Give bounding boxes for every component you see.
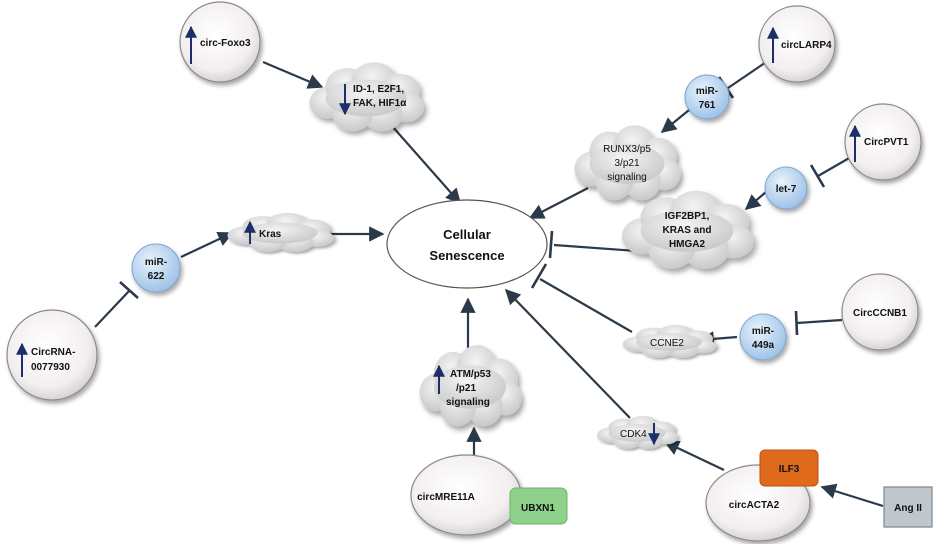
- edge-runx3-to-center: [528, 187, 589, 219]
- node-let-7: let-7: [764, 166, 808, 210]
- cloud-cdk4: CDK4: [597, 415, 678, 449]
- node-mir-449a: miR- 449a: [739, 313, 787, 361]
- atm-label-line3: signaling: [446, 397, 490, 408]
- mir622-label-line1: miR-: [145, 257, 167, 268]
- cloud-igf2bp1-kras-hmga2: IGF2BP1, KRAS and HMGA2: [621, 190, 754, 269]
- node-circ-foxo3: circ-Foxo3: [179, 1, 261, 83]
- ccne2-label: CCNE2: [650, 338, 684, 349]
- inhibit-bar-mir449a: [794, 310, 799, 336]
- inhibit-bar-mir622: [119, 281, 139, 299]
- mir622-label-line2: 622: [148, 271, 165, 282]
- cloud-ccne2: CCNE2: [622, 324, 717, 358]
- node-circ-pvt1: CircPVT1: [844, 103, 922, 181]
- kras-label: Kras: [259, 229, 282, 240]
- atm-label-line1: ATM/p53: [450, 369, 491, 380]
- circ-pvt1-label: CircPVT1: [864, 137, 909, 148]
- connectors: [94, 55, 884, 508]
- edge-cdk4-to-center: [504, 288, 631, 419]
- edge-pvt1-inhibits-let7: [817, 156, 852, 177]
- inhibit-bar-center-lower: [530, 263, 548, 289]
- angii-label: Ang II: [894, 503, 922, 514]
- id1-label-line1: ID-1, E2F1,: [353, 84, 404, 95]
- cloud-runx3-p53-p21: RUNX3/p5 3/p21 signaling: [574, 125, 681, 201]
- edge-foxo3-to-id1: [262, 60, 324, 89]
- edge-0077930-inhibits-mir622: [94, 289, 131, 328]
- mir449a-label-line2: 449a: [752, 340, 775, 351]
- ilf3-label: ILF3: [779, 464, 800, 475]
- runx3-label-line2: 3/p21: [614, 158, 639, 169]
- inhibit-bar-let7: [809, 164, 826, 188]
- circ-acta2-label: circACTA2: [729, 500, 780, 511]
- ubxn1-label: UBXN1: [521, 503, 555, 514]
- cellular-senescence-node: Cellular Senescence: [386, 199, 548, 289]
- ubxn1-badge: UBXN1: [509, 487, 568, 525]
- runx3-label-line1: RUNX3/p5: [603, 144, 651, 155]
- circ-larp4-label: circLARP4: [781, 40, 832, 51]
- edge-igf2bp1-inhibits-center: [553, 243, 638, 253]
- node-circrna-0077930: CircRNA- 0077930: [6, 309, 98, 401]
- runx3-label-line3: signaling: [607, 172, 646, 183]
- edge-id1-to-center: [391, 125, 462, 205]
- mir449a-label-line1: miR-: [752, 326, 774, 337]
- igf2bp1-label-line1: IGF2BP1,: [665, 211, 710, 222]
- circ-ccnb1-label: CircCCNB1: [853, 308, 907, 319]
- edge-acta2-to-cdk4: [663, 440, 725, 471]
- center-label-line2: Senescence: [429, 248, 504, 263]
- edge-ccne2-inhibits-center: [539, 278, 633, 333]
- cdk4-label: CDK4: [620, 429, 647, 440]
- circ-0077930-label-line2: 0077930: [31, 362, 70, 373]
- center-label-line1: Cellular: [443, 227, 491, 242]
- node-circ-mre11a: circMRE11A: [410, 454, 522, 536]
- circ-0077930-label-line1: CircRNA-: [31, 347, 75, 358]
- circ-mre11a-label: circMRE11A: [417, 492, 475, 503]
- edge-ccnb1-inhibits-mir449a: [796, 318, 843, 325]
- igf2bp1-label-line3: HMGA2: [669, 239, 706, 250]
- angii-box: Ang II: [883, 486, 933, 528]
- circ-foxo3-label: circ-Foxo3: [200, 38, 251, 49]
- cloud-atm-p53-p21: ATM/p53 /p21 signaling: [419, 345, 522, 427]
- inhibit-bar-center-right: [548, 230, 554, 259]
- let7-label: let-7: [776, 184, 797, 195]
- node-circ-larp4: circLARP4: [758, 5, 836, 83]
- node-mir-622: miR- 622: [131, 243, 181, 293]
- atm-label-line2: /p21: [456, 383, 476, 394]
- edge-angii-to-acta2: [820, 483, 884, 508]
- cloud-id1-e2f1-fak-hif1a: ID-1, E2F1, FAK, HIF1α: [309, 62, 425, 132]
- mir761-label-line2: 761: [699, 100, 716, 111]
- edge-mir622-to-kras: [180, 231, 234, 258]
- edge-mir761-to-runx3: [660, 105, 695, 133]
- mir761-label-line1: miR-: [696, 86, 718, 97]
- node-circ-ccnb1: CircCCNB1: [841, 273, 919, 351]
- cloud-kras: Kras: [227, 212, 334, 252]
- ilf3-badge: ILF3: [759, 449, 819, 487]
- id1-label-line2: FAK, HIF1α: [353, 98, 407, 109]
- igf2bp1-label-line2: KRAS and: [663, 225, 712, 236]
- node-mir-761: miR- 761: [684, 74, 730, 120]
